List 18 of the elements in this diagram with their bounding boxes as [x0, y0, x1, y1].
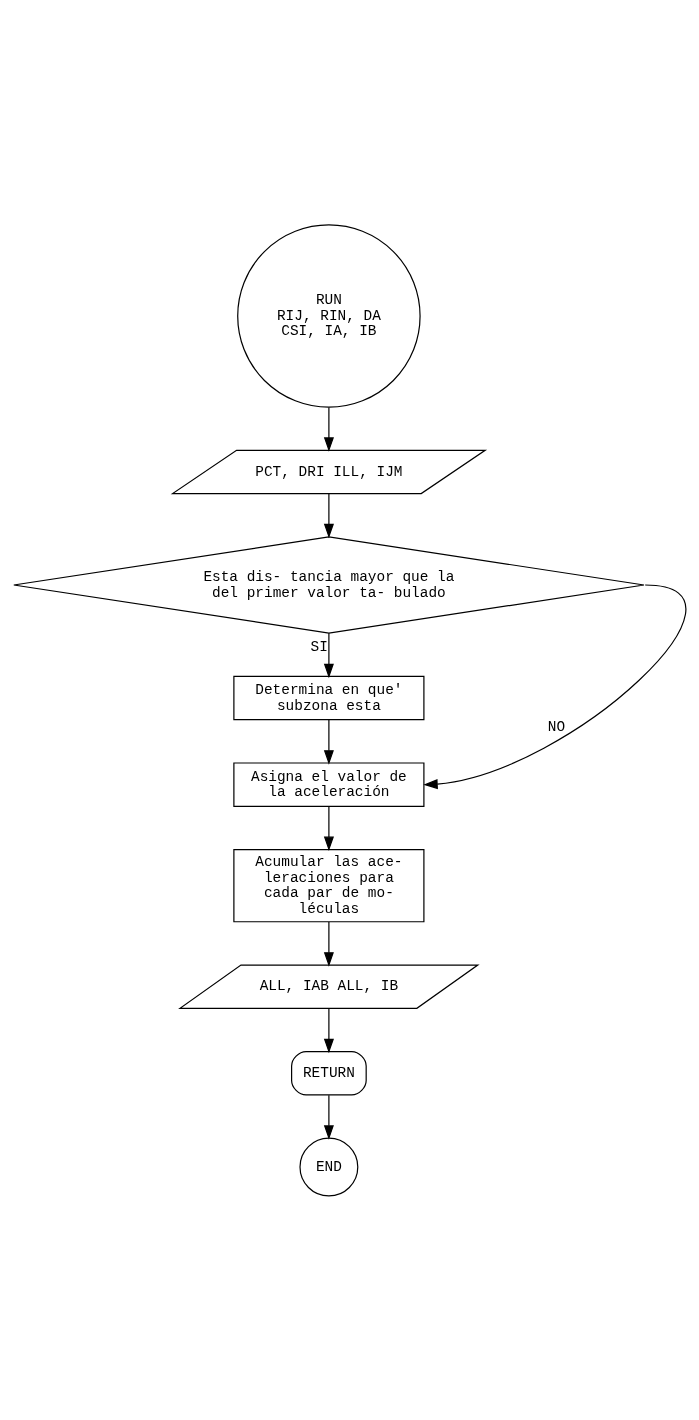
edge-label: NO: [547, 718, 565, 735]
arrow: [323, 632, 334, 678]
arrow: [323, 1094, 334, 1140]
node-box: Determina en que' subzona esta: [232, 675, 424, 720]
node-box: Asigna el valor de la aceleración: [232, 761, 424, 807]
edge-label: SI: [310, 638, 328, 655]
arrow: [323, 492, 334, 538]
node-circle: RUN RIJ, RIN, DA CSI, IA, IB: [236, 223, 421, 408]
arrow: [323, 1007, 334, 1053]
node-circle: END: [298, 1137, 358, 1197]
node-box: RETURN: [290, 1050, 367, 1095]
arrow: [323, 718, 334, 765]
arrow: [323, 805, 334, 851]
arrow: [323, 406, 334, 452]
arrow: [323, 920, 334, 967]
arrow: [422, 583, 686, 789]
node-box: Acumular las ace- leraciones para cada par de mo- léculas: [232, 848, 424, 922]
node-diamond: Esta dis- tancia mayor que la del primer valor ta- bulado: [12, 535, 645, 634]
